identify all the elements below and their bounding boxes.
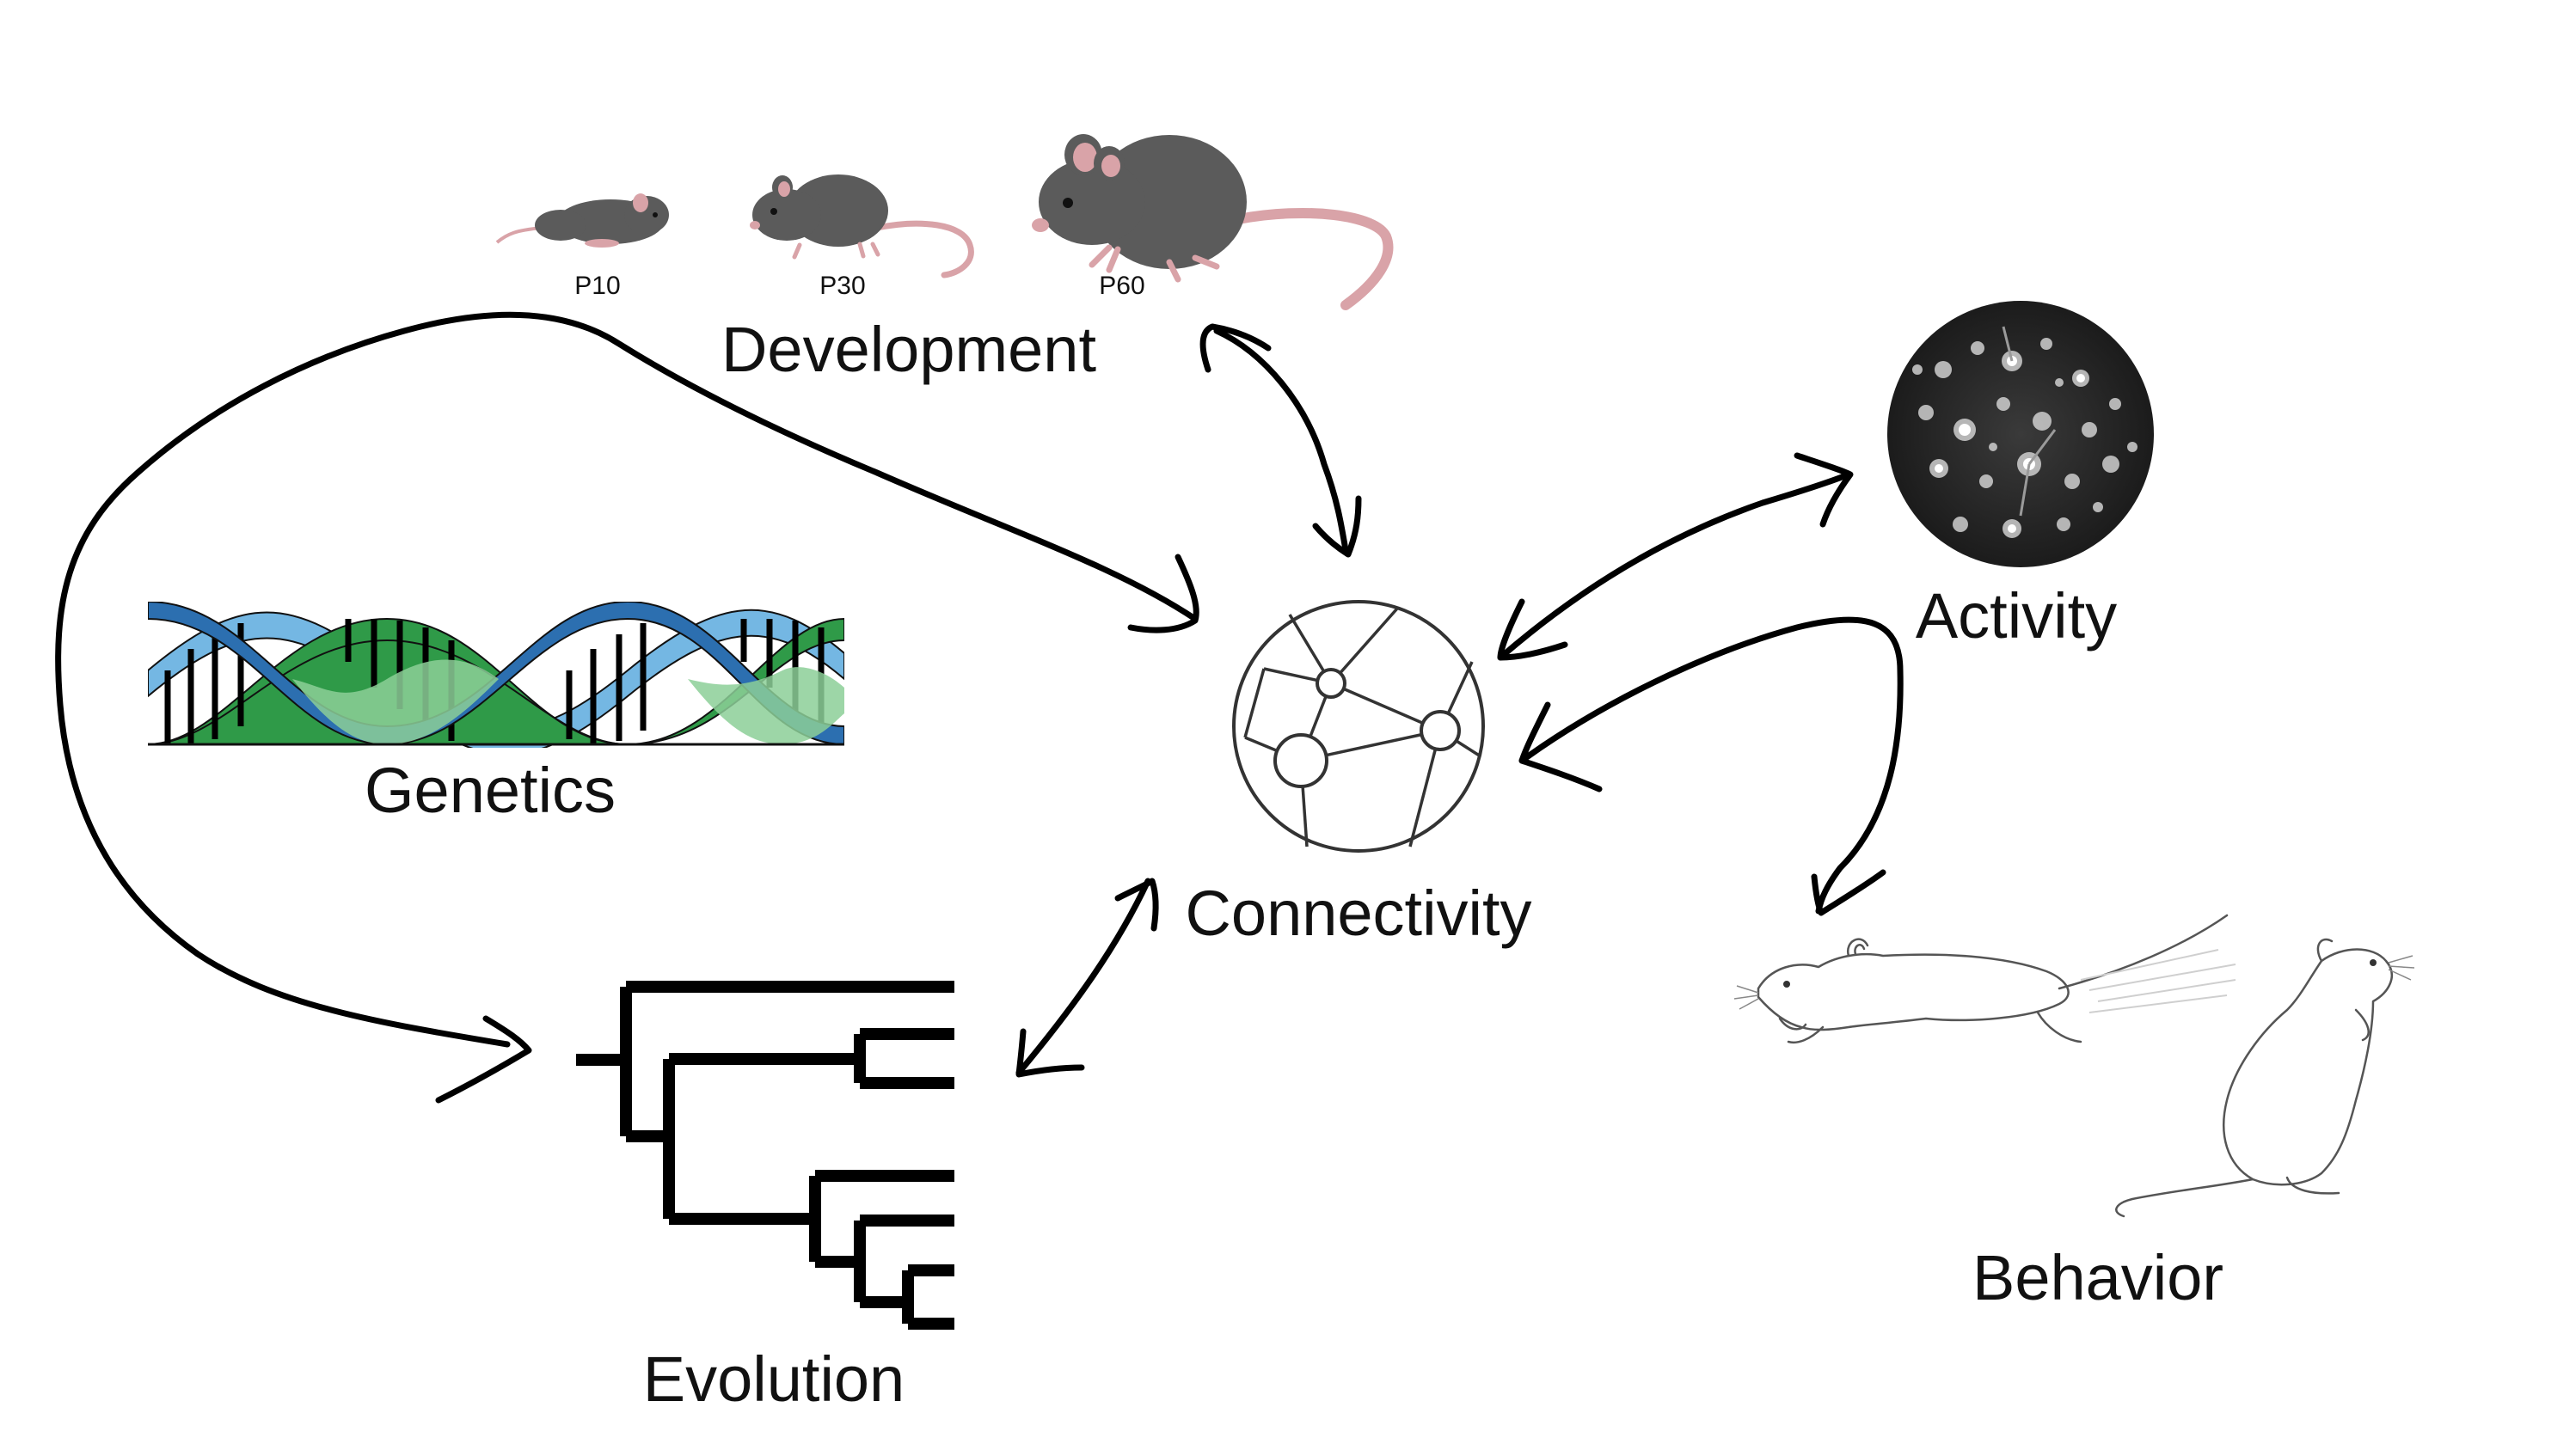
age-label-p60: P60 (1099, 272, 1144, 300)
standing-mouse-icon (2115, 938, 2415, 1218)
mouse-p60-icon (1032, 134, 1394, 310)
age-label-p30: P30 (819, 272, 865, 300)
development-mice: P10 P30 P60 (495, 134, 1394, 310)
connectivity-evolution-arrow (1015, 878, 1159, 1078)
connectivity-activity-arrow (1497, 452, 1854, 661)
phylogenetic-tree-icon (576, 981, 954, 1330)
calcium-imaging-icon (1887, 301, 2154, 567)
dna-helix-icon (148, 602, 844, 748)
mouse-p10-icon (495, 193, 669, 248)
development-label: Development (721, 314, 1096, 385)
genetics-label: Genetics (365, 755, 616, 826)
age-label-p10: P10 (574, 272, 620, 300)
behavior-mice-icon (1733, 914, 2415, 1218)
genetics-loop-arrow (55, 311, 1199, 1104)
network-circle-icon (1232, 600, 1485, 853)
running-mouse-icon (1733, 914, 2236, 1043)
connectivity-label: Connectivity (1185, 878, 1531, 949)
behavior-label: Behavior (1972, 1242, 2223, 1313)
evolution-label: Evolution (643, 1343, 905, 1415)
connectivity-behavior-arrow (1518, 616, 1904, 916)
mouse-p30-icon (750, 174, 974, 278)
activity-label: Activity (1916, 580, 2117, 652)
development-connectivity-arrow (1199, 323, 1362, 558)
